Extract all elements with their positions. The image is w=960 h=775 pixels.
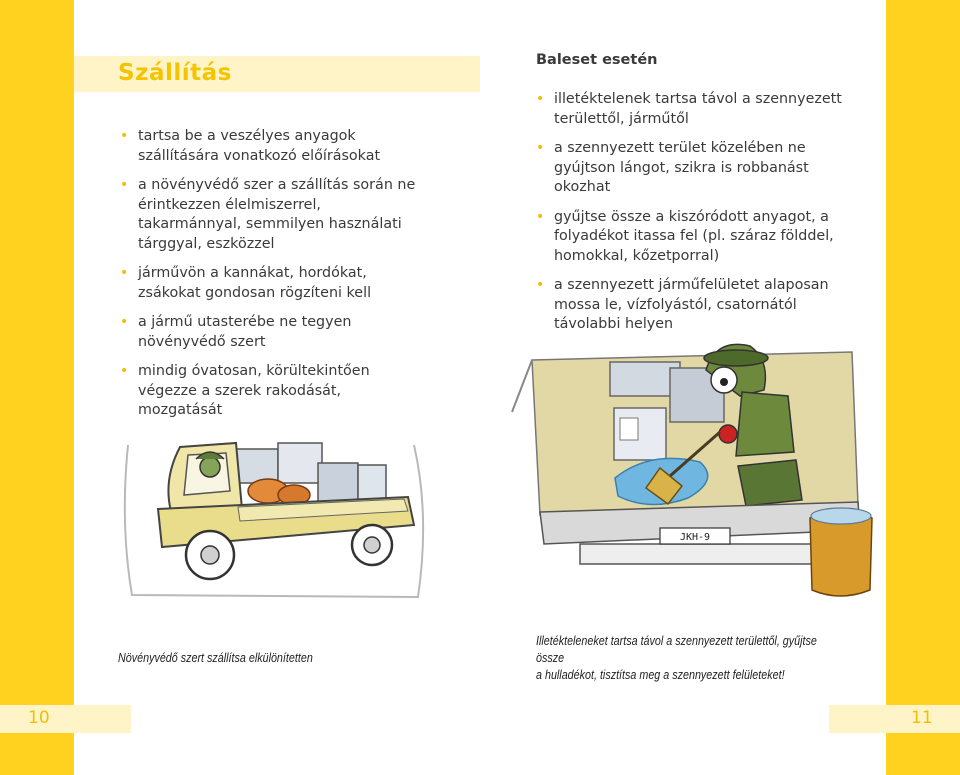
bullet-icon: • <box>536 91 545 107</box>
right-yellow-band <box>886 0 960 775</box>
list-item: •gyűjtse össze a kiszóródott anyagot, a … <box>536 208 834 264</box>
bullet-icon: • <box>536 208 545 225</box>
page-number-right: 11 <box>911 708 933 728</box>
title-highlight-bar <box>74 56 480 92</box>
page-title: Szállítás <box>118 60 232 86</box>
list-item: •a növényvédő szer a szállítás során ne … <box>120 177 416 252</box>
accident-rules-list: •illetéktelenek tartsa távol a szennyeze… <box>536 90 856 345</box>
page-number-left: 10 <box>28 708 50 728</box>
bullet-icon: • <box>120 128 129 144</box>
left-yellow-band <box>0 0 74 775</box>
list-item: •járművön a kannákat, hordókat, zsákokat… <box>120 265 372 301</box>
list-item: •mindig óvatosan, körültekintően végezze… <box>120 363 370 418</box>
list-item: •a jármű utasterébe ne tegyen növényvédő… <box>120 314 352 350</box>
page-number-bar-left <box>0 705 131 733</box>
license-plate: JKH-9 <box>680 532 710 543</box>
bullet-icon: • <box>120 177 129 193</box>
cleanup-illustration: JKH-9 <box>511 343 873 597</box>
accident-heading: Baleset esetén <box>536 52 658 68</box>
bullet-icon: • <box>536 277 545 293</box>
bullet-icon: • <box>120 363 129 379</box>
transport-rules-list: •tartsa be a veszélyes anyagok szállítás… <box>120 127 420 431</box>
truck-caption: Növényvédő szert szállítsa elkülönítette… <box>118 651 313 665</box>
list-item: •a szennyezett terület közelében ne gyúj… <box>536 140 809 195</box>
bullet-icon: • <box>120 314 129 330</box>
truck-illustration <box>123 441 425 599</box>
bullet-icon: • <box>120 265 129 281</box>
list-item: •tartsa be a veszélyes anyagok szállítás… <box>120 128 381 164</box>
list-item: •illetéktelenek tartsa távol a szennyeze… <box>536 91 842 127</box>
bullet-icon: • <box>536 140 545 156</box>
page-number-bar-right <box>829 705 960 733</box>
cleanup-caption: Illetékteleneket tartsa távol a szennyez… <box>536 634 817 682</box>
list-item: •a szennyezett járműfelületet alaposan m… <box>536 277 829 332</box>
